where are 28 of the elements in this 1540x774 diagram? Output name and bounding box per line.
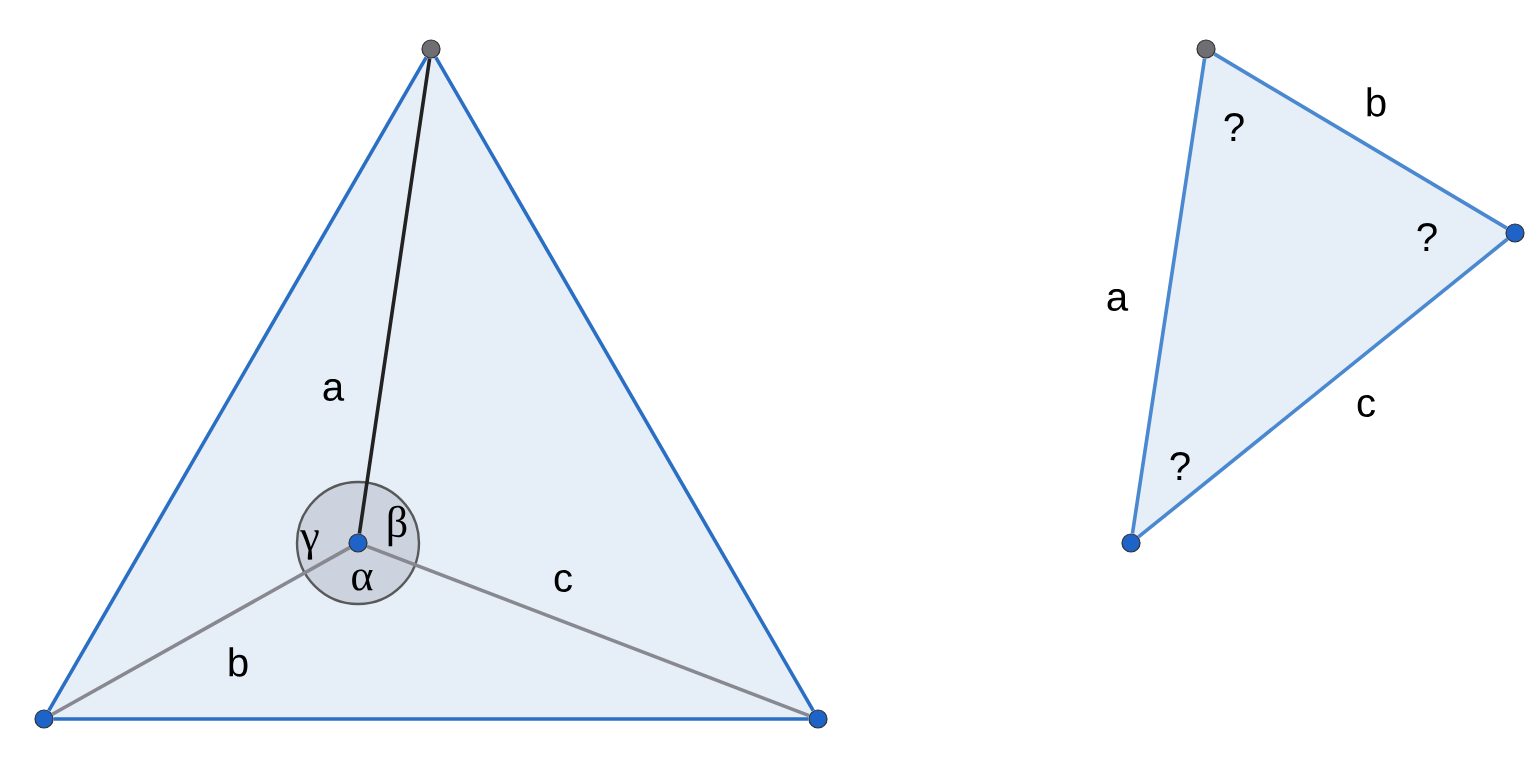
line bbox=[434, 56, 815, 712]
line bbox=[47, 56, 428, 712]
point bbox=[1505, 223, 1525, 243]
angle-label: ? bbox=[1170, 452, 1190, 480]
line bbox=[53, 717, 809, 721]
point bbox=[421, 39, 441, 59]
line bbox=[1213, 52, 1508, 230]
edge-label: b bbox=[224, 645, 252, 679]
line bbox=[51, 546, 351, 716]
edge-label: b bbox=[1362, 85, 1390, 119]
edge-label: a bbox=[1103, 287, 1131, 313]
point bbox=[348, 533, 368, 553]
line bbox=[1130, 58, 1207, 534]
point bbox=[34, 709, 54, 729]
point bbox=[808, 709, 828, 729]
angle-label: ? bbox=[1417, 223, 1437, 251]
edge-label: c bbox=[551, 568, 575, 594]
angle-label: ? bbox=[1224, 113, 1244, 141]
point bbox=[1196, 39, 1216, 59]
angle-label: γ bbox=[300, 530, 319, 560]
line bbox=[1137, 237, 1509, 539]
angle-label: α bbox=[352, 569, 373, 591]
angle-label: β bbox=[388, 505, 407, 547]
line bbox=[357, 58, 432, 534]
edge-label: c bbox=[1354, 393, 1378, 419]
line bbox=[366, 544, 810, 718]
edge-label: a bbox=[319, 377, 347, 403]
point bbox=[1121, 533, 1141, 553]
